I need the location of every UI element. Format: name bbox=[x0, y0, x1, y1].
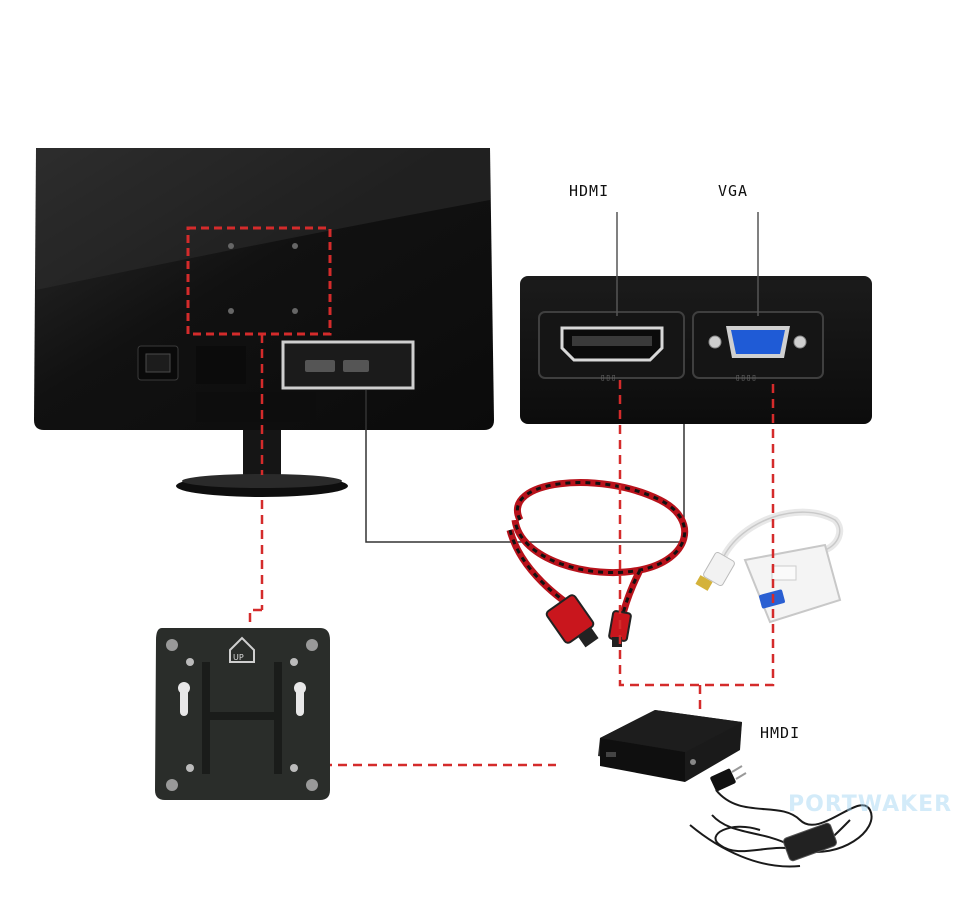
hdmi-vga-adapter-icon bbox=[695, 508, 844, 624]
svg-text:▯▯▯▯: ▯▯▯▯ bbox=[735, 373, 757, 383]
power-adapter-icon bbox=[689, 765, 873, 868]
vesa-highlight-box bbox=[186, 226, 332, 336]
svg-text:UP: UP bbox=[233, 653, 244, 662]
port-panel-icon: ▯▯▯ ▯▯▯▯ bbox=[520, 276, 872, 424]
vga-port-label: VGA bbox=[718, 182, 749, 200]
mini-pc-icon bbox=[598, 710, 742, 782]
mini-pc-label: HMDI bbox=[760, 724, 801, 742]
dashed-guide-lines bbox=[248, 334, 775, 767]
hdmi-cable-icon bbox=[506, 479, 689, 648]
watermark-text: PORTWAKER bbox=[788, 792, 953, 817]
monitor-icon bbox=[34, 148, 494, 497]
svg-text:▯▯▯: ▯▯▯ bbox=[600, 373, 616, 383]
vesa-mount-plate-icon: UP bbox=[155, 628, 330, 800]
hdmi-port-label: HDMI bbox=[569, 182, 610, 200]
